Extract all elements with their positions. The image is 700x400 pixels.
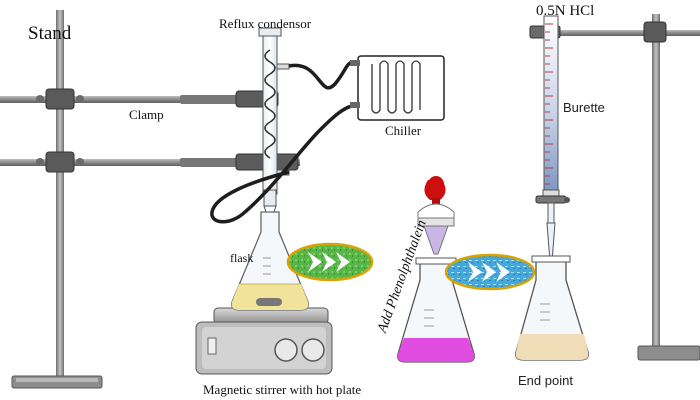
end-point-flask (515, 255, 589, 361)
stirrer-label: Magnetic stirrer with hot plate (203, 382, 362, 397)
burette-label: Burette (563, 100, 605, 115)
clamp-label: Clamp (129, 107, 164, 122)
flask-label: flask (230, 251, 254, 265)
chiller-tubing (210, 60, 353, 224)
clamp-upper (0, 88, 279, 110)
left-stand (11, 10, 103, 389)
reflux-condenser-label: Reflux condensor (219, 16, 312, 31)
chiller (350, 55, 445, 121)
clamp-lower (0, 151, 300, 173)
stand-label: Stand (28, 23, 72, 44)
end-point-label: End point (518, 373, 573, 388)
hcl-label: 0.5N HCl (536, 3, 595, 19)
heated-flask (231, 211, 309, 311)
phenolphthalein-dropper (417, 176, 455, 255)
blue-arrow-icon (444, 253, 536, 291)
magnetic-stirrer-hot-plate (195, 307, 333, 375)
green-arrow-icon (286, 242, 374, 282)
burette (535, 15, 570, 263)
chiller-label: Chiller (385, 123, 422, 138)
reflux-condenser (258, 27, 290, 219)
indicator-flask (397, 257, 475, 363)
